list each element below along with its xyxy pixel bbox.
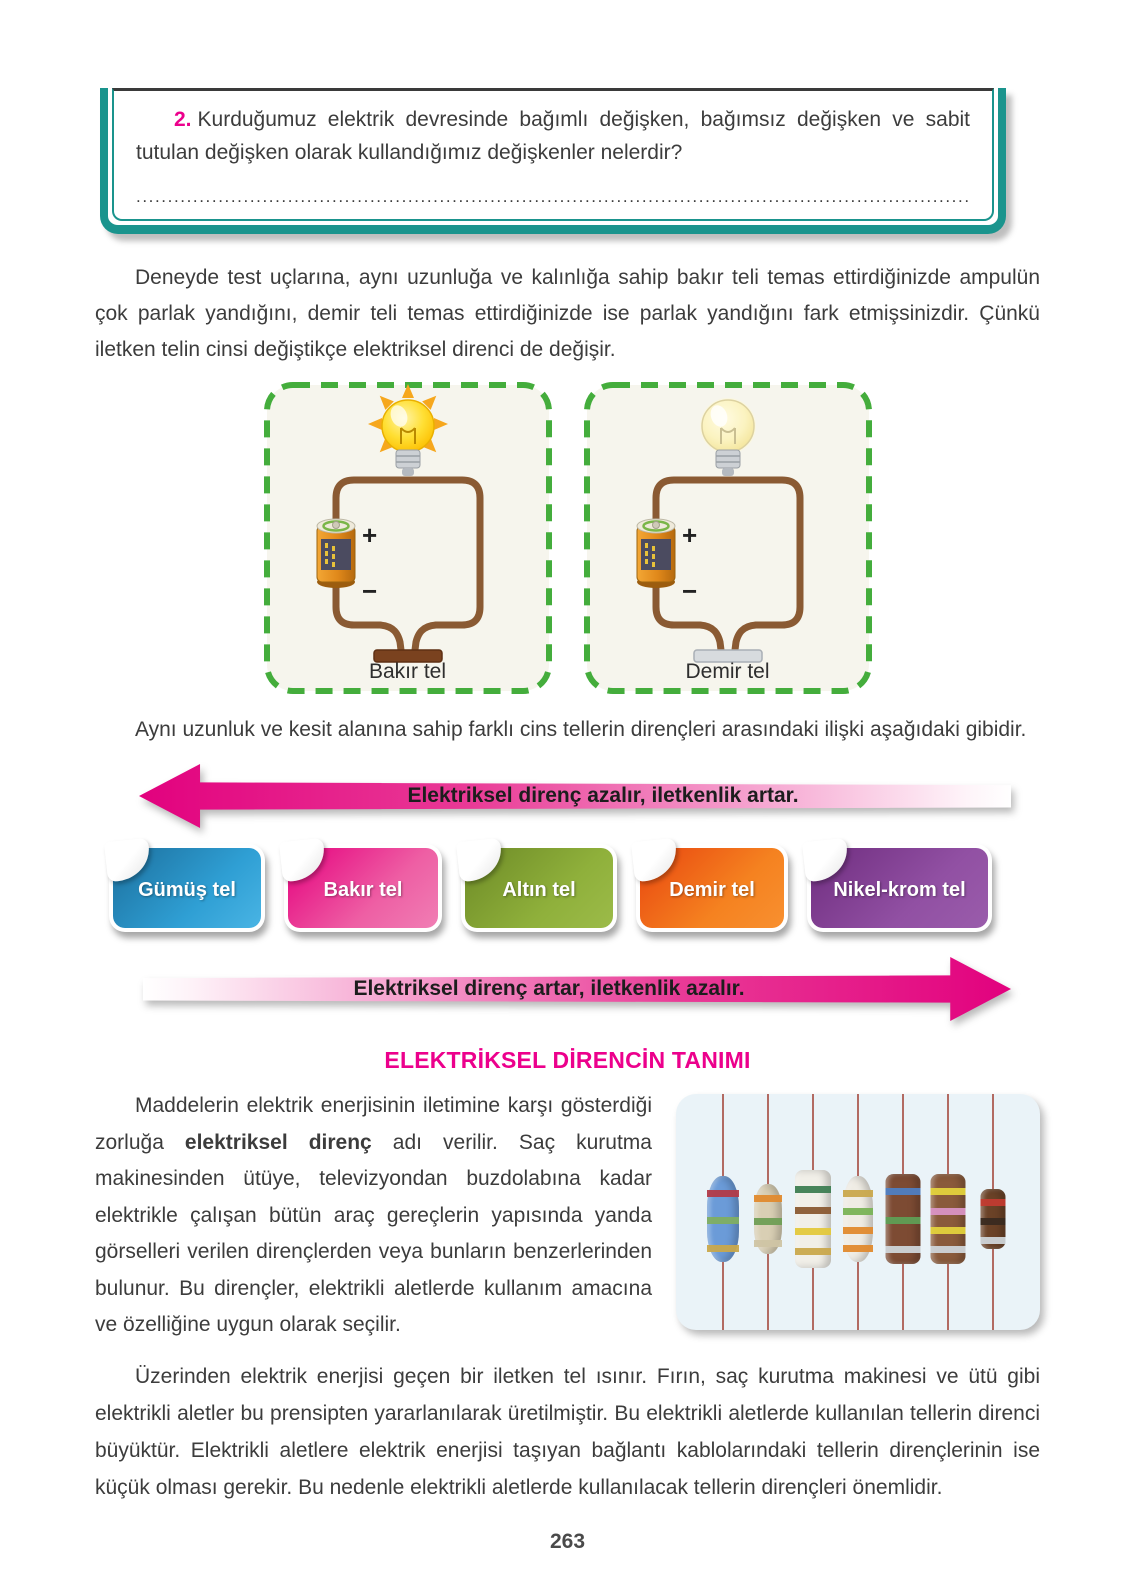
resistor xyxy=(745,1094,790,1330)
battery-minus-label: − xyxy=(362,576,377,606)
resistor-color-band xyxy=(930,1207,966,1215)
resistor-color-band xyxy=(706,1244,739,1252)
definition-after-bold: adı verilir. Saç kurutma makinesinden üt… xyxy=(95,1130,652,1337)
resistor xyxy=(926,1094,971,1330)
question-box-inner: 2.Kurduğumuz elektrik devresinde bağımlı… xyxy=(112,88,994,221)
resistor xyxy=(835,1094,880,1330)
closing-paragraph-text: Üzerinden elektrik enerjisi geçen bir il… xyxy=(95,1364,1040,1499)
definition-section: Maddelerin elektrik enerjisinin iletimin… xyxy=(95,1088,1040,1344)
resistor-color-band xyxy=(930,1188,966,1196)
relation-paragraph: Aynı uzunluk ve kesit alanına sahip fark… xyxy=(95,712,1040,748)
resistor xyxy=(881,1094,926,1330)
arrow-right-shape: Elektriksel direnç artar, iletkenlik aza… xyxy=(143,957,1011,1021)
wire-tab: Bakır tel xyxy=(279,837,442,932)
resistor-color-band xyxy=(885,1188,921,1196)
resistor-color-band xyxy=(706,1189,739,1197)
iron-strip xyxy=(692,649,763,663)
copper-strip xyxy=(372,649,443,663)
wire-tab: Demir tel xyxy=(631,837,788,932)
wire-tab-label: Altın tel xyxy=(502,878,576,901)
resistor-color-band xyxy=(794,1206,831,1214)
resistor-body xyxy=(794,1170,831,1269)
resistor-color-band xyxy=(842,1226,873,1234)
definition-before-bold: Maddelerin elektrik enerjisinin iletimin… xyxy=(95,1094,652,1154)
definition-bold-term: elektriksel direnç xyxy=(184,1130,372,1154)
wire-tab: Altın tel xyxy=(456,837,617,932)
resistor-body xyxy=(930,1174,966,1265)
resistor-color-band xyxy=(980,1198,1006,1206)
closing-paragraph: Üzerinden elektrik enerjisi geçen bir il… xyxy=(95,1358,1040,1506)
arrow-bottom-text: Elektriksel direnç artar, iletkenlik aza… xyxy=(353,977,745,1000)
resistor-color-band xyxy=(842,1208,873,1216)
arrow-left-shape: Elektriksel direnç azalır, iletkenlik ar… xyxy=(139,764,1011,828)
resistor xyxy=(700,1094,745,1330)
resistor-body xyxy=(706,1176,739,1263)
question-box: 2.Kurduğumuz elektrik devresinde bağımlı… xyxy=(100,88,1006,234)
circuit-wire xyxy=(652,476,803,654)
question-number: 2. xyxy=(174,108,192,131)
resistor-color-band xyxy=(842,1189,873,1197)
resistor-color-band xyxy=(753,1240,782,1248)
arrow-top-text: Elektriksel direnç azalır, iletkenlik ar… xyxy=(407,784,799,807)
circuit-iron: + − Demir tel xyxy=(582,380,874,696)
resistor-body xyxy=(885,1174,921,1265)
resistor xyxy=(790,1094,835,1330)
resistor-color-band xyxy=(980,1217,1006,1225)
wire-tab: Nikel-krom tel xyxy=(802,837,992,932)
intro-paragraph-text: Deneyde test uçlarına, aynı uzunluğa ve … xyxy=(95,266,1040,361)
resistor xyxy=(971,1094,1016,1330)
resistor-color-band xyxy=(706,1217,739,1225)
circuit-copper-drawing: + − xyxy=(263,382,552,694)
wire-tab-label: Gümüş tel xyxy=(138,878,236,901)
arrow-resistance-decreases: Elektriksel direnç azalır, iletkenlik ar… xyxy=(139,762,1011,830)
resistor-body xyxy=(842,1176,873,1263)
resistor-color-band xyxy=(794,1185,831,1193)
resistor-color-band xyxy=(753,1217,782,1225)
resistor-color-band xyxy=(794,1227,831,1235)
page-number: 263 xyxy=(549,1529,586,1553)
resistor-color-band xyxy=(885,1217,921,1225)
circuit-iron-drawing: + − xyxy=(583,382,872,694)
resistor-color-band xyxy=(930,1246,966,1254)
resistor-color-band xyxy=(930,1226,966,1234)
resistor-color-band xyxy=(794,1248,831,1256)
resistor-color-band xyxy=(842,1244,873,1252)
circuit-iron-label: Demir tel xyxy=(685,660,770,683)
question-body: Kurduğumuz elektrik devresinde bağımlı d… xyxy=(136,108,970,164)
circuit-figures: + − xyxy=(95,380,1040,696)
resistor-color-band xyxy=(980,1237,1006,1245)
resistor-color-band xyxy=(753,1195,782,1203)
intro-paragraph: Deneyde test uçlarına, aynı uzunluğa ve … xyxy=(95,260,1040,368)
arrow-resistance-increases: Elektriksel direnç artar, iletkenlik aza… xyxy=(143,955,1011,1023)
circuit-wire xyxy=(332,476,483,654)
wire-tab-label: Nikel-krom tel xyxy=(833,878,966,901)
answer-dotted-line: ........................................… xyxy=(136,187,970,206)
wire-tabs: Gümüş tel Bakır tel Altın tel Demir tel … xyxy=(104,837,1040,940)
battery-plus-label: + xyxy=(682,520,697,550)
battery xyxy=(316,518,355,588)
resistor-body xyxy=(980,1189,1006,1250)
battery-plus-label: + xyxy=(362,520,377,550)
question-text: 2.Kurduğumuz elektrik devresinde bağımlı… xyxy=(136,103,970,169)
definition-paragraph: Maddelerin elektrik enerjisinin iletimin… xyxy=(95,1088,652,1344)
section-heading: ELEKTRİKSEL DİRENCİN TANIMI xyxy=(384,1047,751,1073)
wire-tab-label: Bakır tel xyxy=(323,878,403,901)
resistors-figure xyxy=(676,1094,1040,1330)
relation-paragraph-text: Aynı uzunluk ve kesit alanına sahip fark… xyxy=(135,718,1027,741)
bulb-dim xyxy=(699,398,756,476)
resistor-color-band xyxy=(885,1246,921,1254)
circuit-copper: + − xyxy=(262,380,554,696)
battery xyxy=(636,518,675,588)
resistor-body xyxy=(753,1184,782,1255)
bulb-bright xyxy=(367,384,448,476)
battery-minus-label: − xyxy=(682,576,697,606)
wire-tab-label: Demir tel xyxy=(669,878,755,901)
wire-tab: Gümüş tel xyxy=(104,837,265,932)
circuit-copper-label: Bakır tel xyxy=(368,660,447,683)
